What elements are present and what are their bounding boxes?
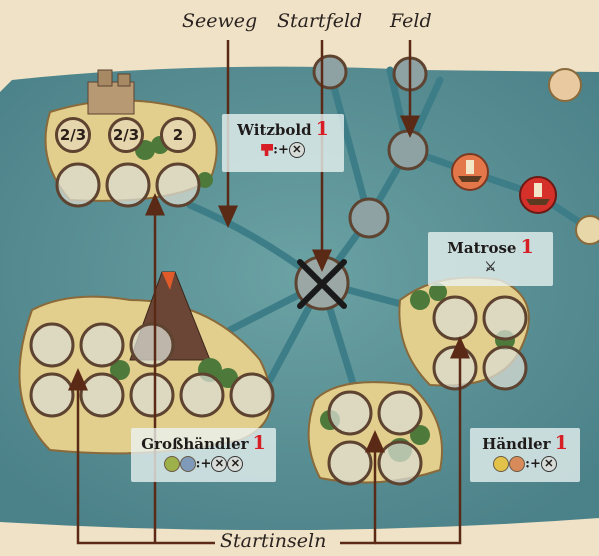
island-field[interactable] [57, 164, 99, 206]
resource-token-icon [493, 456, 509, 472]
island-field[interactable] [131, 374, 173, 416]
resource-token-icon [180, 456, 196, 472]
panel-haendler: Händler 1 :+✕ [470, 428, 580, 482]
coin-token [576, 216, 599, 244]
island-field[interactable] [329, 442, 371, 484]
sea-field[interactable] [389, 131, 427, 169]
resource-token-icon [509, 456, 525, 472]
x-circle-icon: ✕ [227, 456, 243, 472]
label-startfeld: Startfeld [277, 10, 362, 32]
island-field[interactable] [231, 374, 273, 416]
ship-icon [520, 177, 556, 213]
resource-token-icon [164, 456, 180, 472]
ship-icon [452, 154, 488, 190]
crossed-swords-icon: ⚔ [428, 260, 553, 275]
sea-field[interactable] [314, 56, 346, 88]
island-field[interactable] [131, 324, 173, 366]
panel-title: Matrose [447, 239, 516, 257]
island-field[interactable] [484, 347, 526, 389]
island-field[interactable] [31, 374, 73, 416]
ship-icon [549, 69, 581, 101]
panel-title: Witzbold [237, 121, 311, 139]
panel-value: 1 [316, 118, 329, 140]
value-badge: 2/3 [55, 117, 91, 153]
value-badge: 2/3 [108, 117, 144, 153]
island-field[interactable] [81, 324, 123, 366]
island-field[interactable] [107, 164, 149, 206]
island-field[interactable] [379, 392, 421, 434]
panel-witzbold: Witzbold 1 :+✕ [222, 114, 344, 172]
island-field[interactable] [434, 347, 476, 389]
label-startinseln: Startinseln [216, 530, 330, 552]
panel-value: 1 [253, 432, 266, 454]
panel-title: Großhändler [141, 435, 248, 453]
label-seeweg: Seeweg [182, 10, 257, 32]
value-badge: 2 [160, 117, 196, 153]
panel-value: 1 [555, 432, 568, 454]
island-field[interactable] [434, 297, 476, 339]
panel-effect: :+ [525, 457, 541, 472]
label-feld: Feld [390, 10, 432, 32]
panel-title: Händler [482, 435, 550, 453]
island-field[interactable] [81, 374, 123, 416]
panel-effect: :+ [196, 457, 212, 472]
panel-effect: :+ [273, 143, 289, 158]
island-field[interactable] [31, 324, 73, 366]
island-field[interactable] [484, 297, 526, 339]
x-circle-icon: ✕ [541, 456, 557, 472]
thumbs-down-icon [261, 144, 273, 156]
island-field[interactable] [329, 392, 371, 434]
island-field[interactable] [379, 442, 421, 484]
x-circle-icon: ✕ [289, 142, 305, 158]
panel-value: 1 [520, 236, 533, 258]
sea-field[interactable] [350, 199, 388, 237]
x-circle-icon: ✕ [211, 456, 227, 472]
island-field[interactable] [157, 164, 199, 206]
island-field[interactable] [181, 374, 223, 416]
